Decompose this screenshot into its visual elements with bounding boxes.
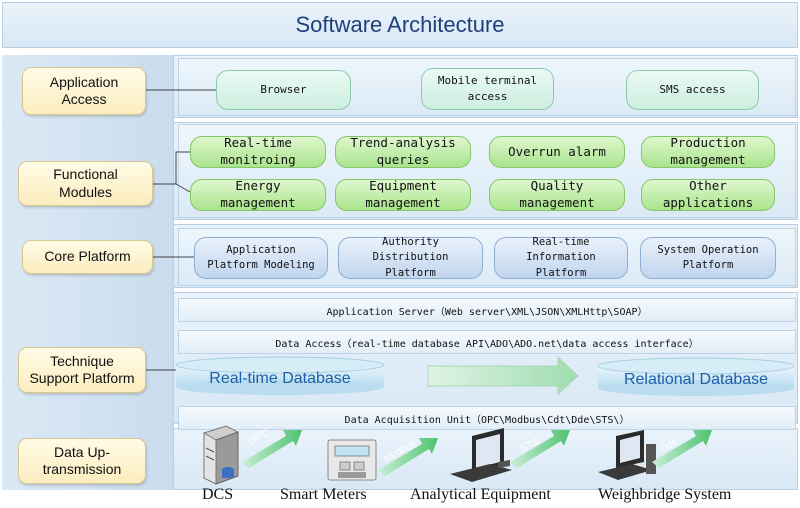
access-browser: Browser xyxy=(216,70,351,110)
modbus-arrow xyxy=(378,438,438,476)
access-sms: SMS access xyxy=(626,70,759,110)
data-acquisition-strip: Data Acquisition Unit（OPC\Modbus\Cdt\Dde… xyxy=(178,406,796,430)
label-technique-support: Technique Support Platform xyxy=(18,347,146,393)
label-functional-modules: Functional Modules xyxy=(18,161,153,206)
label-data-uptransmission: Data Up-transmission xyxy=(18,438,146,484)
opc-arrow xyxy=(242,430,302,468)
relational-db-cylinder xyxy=(597,357,795,396)
core-application-modeling: Application Platform Modeling xyxy=(194,237,328,279)
analytical-equipment-icon xyxy=(450,428,512,482)
source-weighbridge-system: Weighbridge System xyxy=(598,486,732,503)
label-core-platform: Core Platform xyxy=(22,240,153,274)
source-dcs: DCS xyxy=(202,486,234,503)
weighbridge-computer-icon xyxy=(598,430,656,480)
application-server-strip: Application Server（Web server\XML\JSON\X… xyxy=(178,298,796,322)
module-quality-management: Quality management xyxy=(489,178,625,211)
module-other-applications: Other applications xyxy=(641,178,775,211)
source-analytical-equipment: Analytical Equipment xyxy=(410,486,551,503)
sts-arrow xyxy=(510,430,570,468)
module-energy-management: Energy management xyxy=(190,178,326,211)
title-bar: Software Architecture xyxy=(2,2,798,48)
dcs-server-icon xyxy=(203,425,239,485)
module-overrun-alarm: Overrun alarm xyxy=(489,136,625,168)
label-application-access: Application Access xyxy=(22,67,146,115)
module-equipment-management: Equipment management xyxy=(335,178,471,211)
access-mobile-terminal: Mobile terminal access xyxy=(421,68,554,110)
module-realtime-monitoring: Real-time monitroing xyxy=(190,135,326,168)
core-realtime-information: Real-time Information Platform xyxy=(494,236,628,279)
dde-arrow xyxy=(652,430,712,468)
module-production-management: Production management xyxy=(641,135,775,168)
relational-db-label: Relational Database xyxy=(623,371,769,388)
module-trend-analysis: Trend-analysis queries xyxy=(335,135,471,168)
diagram-title: Software Architecture xyxy=(295,12,505,37)
data-access-strip: Data Access（real-time database API\ADO\A… xyxy=(178,330,796,354)
core-system-operation: System Operation Platform xyxy=(640,237,776,279)
db-sync-arrow xyxy=(427,355,579,396)
smart-meter-icon xyxy=(327,439,377,481)
realtime-db-label: Real-time Database xyxy=(209,370,351,387)
core-authority-distribution: Authority Distribution Platform xyxy=(338,236,483,279)
source-smart-meters: Smart Meters xyxy=(280,486,367,503)
realtime-db-cylinder xyxy=(175,356,385,395)
